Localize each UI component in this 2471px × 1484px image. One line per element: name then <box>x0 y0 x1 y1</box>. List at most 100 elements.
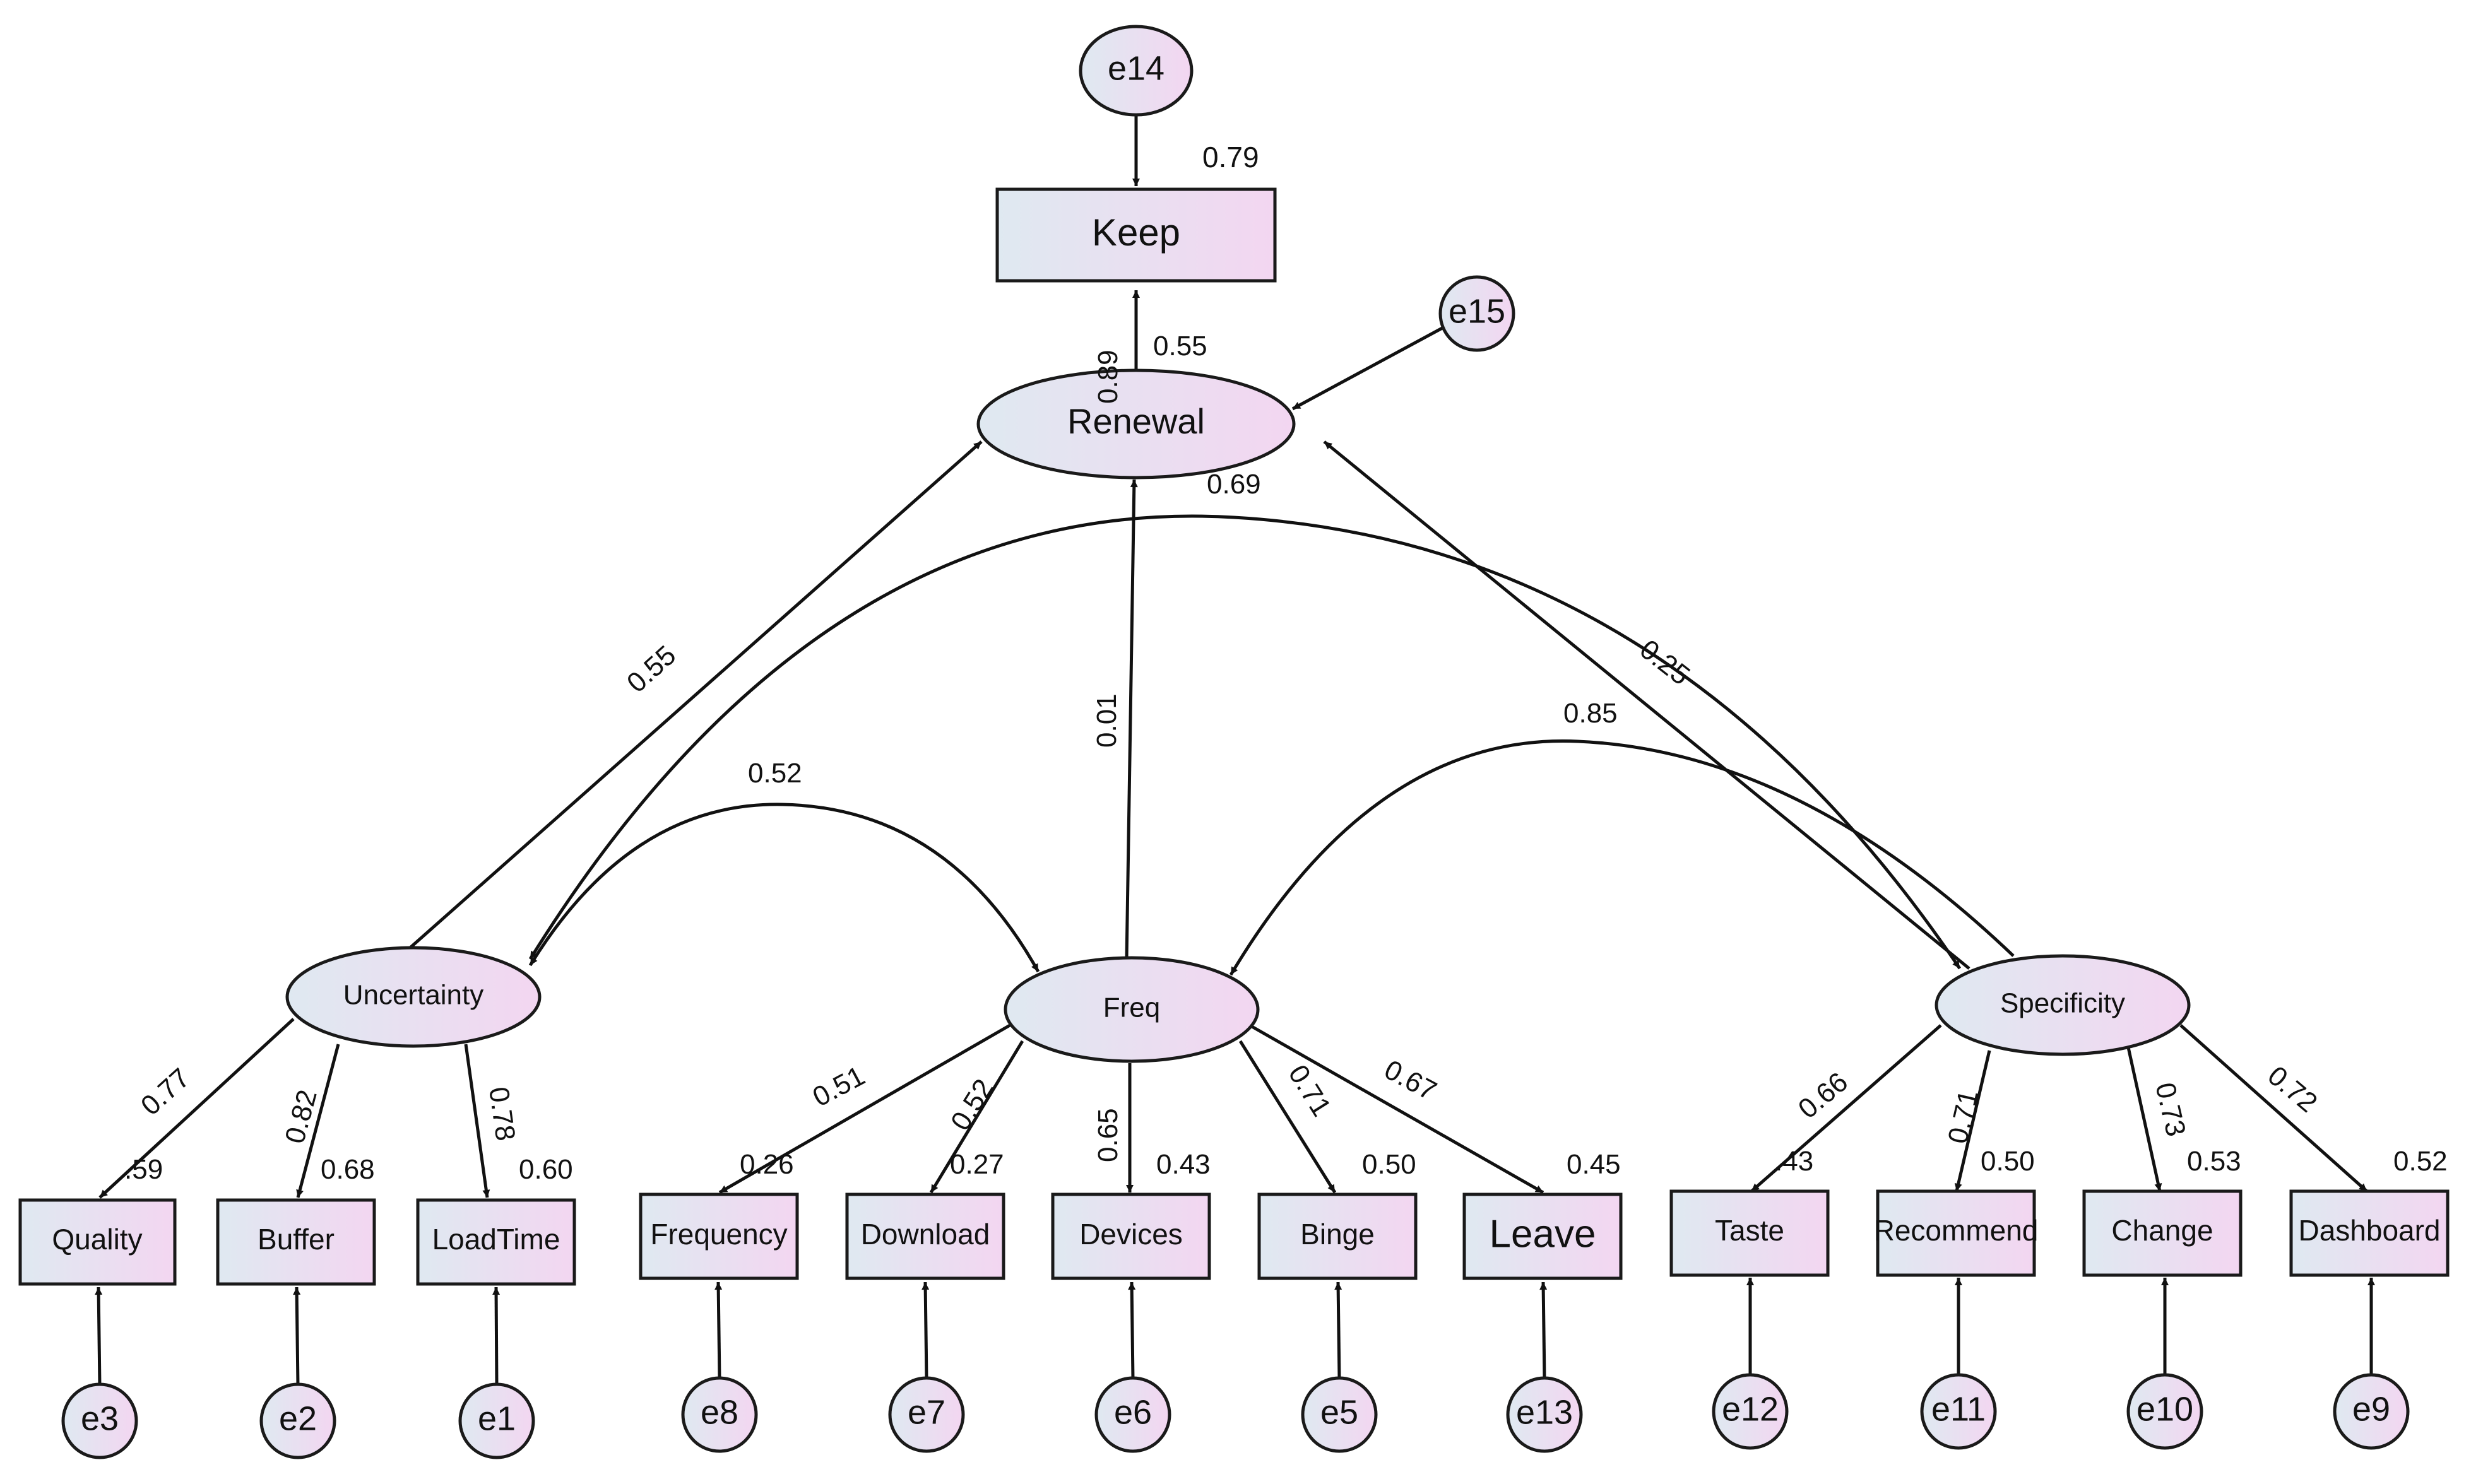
node-label: Leave <box>1490 1212 1596 1256</box>
r2-binge: 0.50 <box>1362 1149 1416 1180</box>
node-e2: e2 <box>259 1382 336 1459</box>
coef-freq-download: 0.52 <box>945 1074 1000 1136</box>
coef-uncertainty-renewal: 0.55 <box>621 640 682 699</box>
node-label: Keep <box>1092 211 1180 254</box>
path-unc-quality <box>98 1018 295 1199</box>
node-label: e8 <box>701 1393 738 1431</box>
cov-label-unc-freq: 0.52 <box>748 758 802 789</box>
node-quality: Quality <box>18 1198 177 1286</box>
r2-download: 0.27 <box>950 1149 1004 1180</box>
coef-unc-quality: 0.77 <box>135 1063 196 1122</box>
node-keep: Keep <box>995 187 1277 283</box>
path-freq-frequency <box>718 1023 1011 1194</box>
path-e2-buffer <box>293 1287 301 1386</box>
node-label: e6 <box>1114 1393 1152 1431</box>
cov-uncertainty-freq <box>528 803 1040 973</box>
node-label: e13 <box>1516 1393 1573 1431</box>
node-uncertainty: Uncertainty <box>285 946 542 1048</box>
coef-freq-frequency: 0.51 <box>808 1060 870 1112</box>
path-unc-loadtime <box>464 1044 490 1198</box>
node-e8: e8 <box>681 1376 758 1453</box>
node-e10: e10 <box>2126 1373 2203 1450</box>
node-label: Recommend <box>1874 1214 2039 1247</box>
node-e14: e14 <box>1079 25 1194 117</box>
node-label: Quality <box>52 1223 142 1256</box>
path-spec-taste <box>1750 1024 1942 1192</box>
node-label: e5 <box>1320 1393 1358 1431</box>
coef-freq-devices: 0.65 <box>1093 1108 1123 1162</box>
node-e9: e9 <box>2333 1373 2410 1450</box>
node-change: Change <box>2082 1189 2243 1277</box>
node-e12: e12 <box>1712 1373 1789 1450</box>
node-taste: Taste <box>1669 1189 1830 1277</box>
node-label: Freq <box>1103 992 1160 1023</box>
node-label: e12 <box>1722 1390 1779 1428</box>
node-label: Frequency <box>650 1218 787 1251</box>
node-label: Specificity <box>2000 988 2125 1019</box>
path-e5-binge <box>1334 1281 1342 1379</box>
cov-label-unc-spec: 0.69 <box>1207 469 1261 500</box>
node-e5: e5 <box>1301 1376 1378 1453</box>
node-label: Download <box>861 1218 990 1251</box>
r2-keep: 0.79 <box>1202 141 1259 174</box>
node-loadtime: LoadTime <box>416 1198 576 1286</box>
cov-freq-specificity <box>1229 739 2015 976</box>
r2-taste: .43 <box>1775 1146 1813 1177</box>
r2-leave: 0.45 <box>1567 1149 1621 1180</box>
path-freq-download <box>929 1040 1024 1194</box>
path-unc-buffer <box>296 1044 340 1198</box>
path-freq-binge <box>1238 1040 1337 1194</box>
node-specificity: Specificity <box>1935 954 2191 1056</box>
path-e8-frequency <box>714 1281 723 1379</box>
node-label: Change <box>2111 1214 2213 1247</box>
node-label: e11 <box>1931 1390 1986 1428</box>
path-freq-leave <box>1248 1023 1544 1194</box>
r2-loadtime: 0.60 <box>519 1154 573 1185</box>
node-label: e3 <box>81 1399 119 1437</box>
path-freq-renewal <box>1125 479 1138 960</box>
r2-recommend: 0.50 <box>1981 1146 2035 1177</box>
path-specificity-renewal <box>1323 440 1970 970</box>
r2-frequency: 0.26 <box>740 1149 794 1180</box>
r2-quality: .59 <box>124 1154 163 1185</box>
coef-spec-change: 0.73 <box>2149 1080 2191 1139</box>
node-devices: Devices <box>1051 1192 1211 1280</box>
path-e3-quality <box>95 1287 103 1386</box>
node-dashboard: Dashboard <box>2289 1189 2450 1277</box>
coef-unc-loadtime: 0.78 <box>483 1085 521 1143</box>
coef-specificity-renewal: 0.25 <box>1634 633 1696 691</box>
node-download: Download <box>845 1192 1005 1280</box>
node-e3: e3 <box>61 1382 138 1459</box>
node-label: e14 <box>1108 49 1164 87</box>
path-e6-devices <box>1128 1281 1136 1379</box>
node-label: e7 <box>908 1393 945 1431</box>
node-e13: e13 <box>1506 1376 1583 1453</box>
coef-spec-taste: 0.66 <box>1793 1066 1854 1125</box>
node-buffer: Buffer <box>216 1198 376 1286</box>
path-e15-renewal <box>1291 326 1443 411</box>
path-e13-leave <box>1539 1281 1548 1379</box>
node-e11: e11 <box>1920 1373 1997 1450</box>
node-label: e1 <box>478 1399 516 1437</box>
node-label: Binge <box>1300 1218 1375 1251</box>
node-e7: e7 <box>888 1376 965 1453</box>
cov-label-freq-spec: 0.85 <box>1563 698 1618 729</box>
node-label: Dashboard <box>2298 1214 2440 1247</box>
r2-dashboard: 0.52 <box>2393 1146 2448 1177</box>
node-binge: Binge <box>1257 1192 1418 1280</box>
coef-renewal-keep-v: 0.89 <box>1093 350 1123 404</box>
node-renewal: Renewal <box>976 368 1296 480</box>
node-e15: e15 <box>1438 275 1515 352</box>
coef-spec-dashboard: 0.72 <box>2262 1060 2323 1119</box>
node-label: Uncertainty <box>343 980 484 1011</box>
path-e7-download <box>921 1281 930 1379</box>
node-label: e2 <box>279 1399 317 1437</box>
node-e1: e1 <box>458 1382 535 1459</box>
node-label: LoadTime <box>432 1223 560 1256</box>
node-label: e10 <box>2136 1390 2193 1428</box>
node-label: Taste <box>1715 1214 1784 1247</box>
node-recommend: Recommend <box>1874 1189 2039 1277</box>
path-uncertainty-renewal <box>371 440 983 982</box>
edges <box>95 107 2375 1386</box>
